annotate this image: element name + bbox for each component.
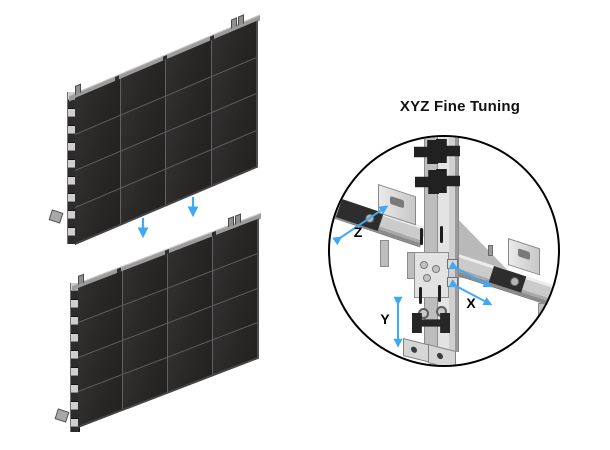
plate-pin (423, 274, 431, 282)
axis-label-z: Z (353, 224, 363, 240)
x-adjust-bolt (447, 277, 458, 287)
upper-panel-assembly (69, 14, 260, 246)
beam-pin (488, 245, 493, 256)
bracket-hole (518, 248, 530, 260)
beam-bolt (509, 275, 521, 288)
adjustment-slot (419, 287, 422, 304)
foot-hole (436, 352, 443, 360)
x-adjust-bolt (447, 259, 458, 269)
adjustment-slot (440, 226, 443, 243)
upper-assembly-side-latch (48, 209, 64, 224)
foot-hole (411, 345, 418, 354)
axis-label-x: X (466, 295, 476, 311)
detail-view-title: XYZ Fine Tuning (399, 98, 521, 115)
beam-fin (538, 303, 548, 329)
axis-label-y: Y (380, 311, 390, 327)
detail-circle: Z X Y (328, 135, 560, 367)
lower-assembly-side-latch (54, 408, 70, 423)
adjustment-slot (438, 285, 441, 302)
lower-panel-assembly (72, 212, 261, 428)
bottom-clamp (412, 313, 450, 333)
plate-pin (432, 265, 440, 273)
plate-pin (420, 261, 428, 269)
mounting-bracket-right (508, 238, 540, 276)
bracket-hole (389, 195, 405, 209)
beam-fin (380, 240, 389, 267)
beam-bolt (364, 212, 376, 225)
adjustment-slot (420, 228, 423, 245)
